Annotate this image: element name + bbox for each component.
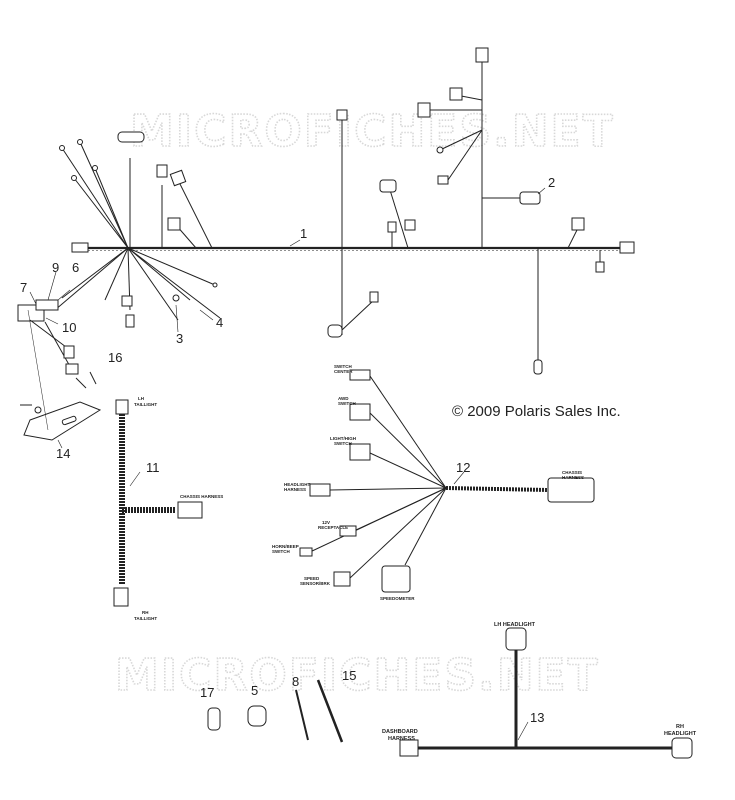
label-connector-3b: SENSOR/BRK xyxy=(300,581,331,586)
callout-2: 2 xyxy=(548,175,555,190)
label-speedometer: SPEEDOMETER xyxy=(380,596,415,601)
label-switch-2b: SWITCH xyxy=(338,401,356,406)
callout-12: 12 xyxy=(456,460,470,475)
callout-13: 13 xyxy=(530,710,544,725)
label-lh-taillight-1: LH xyxy=(138,396,144,401)
callout-17: 17 xyxy=(200,685,214,700)
watermark-bottom: MICROFICHES.NET xyxy=(115,650,600,701)
callout-9: 9 xyxy=(52,260,59,275)
label-dashboard-harness-b: HARNESS xyxy=(388,736,415,742)
callout-16: 16 xyxy=(108,350,122,365)
callout-3: 3 xyxy=(176,331,183,346)
chassis-harness-plug xyxy=(547,477,595,503)
part-8-tie xyxy=(295,689,309,741)
label-connector-2b: SWITCH xyxy=(272,549,290,554)
part-15-tie xyxy=(316,679,344,743)
part-5 xyxy=(247,705,267,727)
label-dashboard-harness-a: DASHBOARD xyxy=(382,729,418,735)
label-chassis-plug-b: HARNESS xyxy=(562,475,584,480)
callout-4: 4 xyxy=(216,315,223,330)
label-connector-1a: 12V xyxy=(322,520,330,525)
label-rh-taillight-1: RH xyxy=(142,610,149,615)
label-connector-3a: SPEED xyxy=(304,576,320,581)
callout-7: 7 xyxy=(20,280,27,295)
label-rh-taillight-2: TAILLIGHT xyxy=(134,616,157,621)
part-17 xyxy=(207,707,221,731)
harness-end-connector-left xyxy=(71,242,89,253)
label-headlight-harness-b: HARNESS xyxy=(284,487,306,492)
label-switch-1b: CENTER xyxy=(334,369,353,374)
label-chassis-harness: CHASSIS HARNESS xyxy=(180,494,223,499)
watermark-top: MICROFICHES.NET xyxy=(130,106,615,157)
label-lh-headlight: LH HEADLIGHT xyxy=(494,622,536,628)
dashboard-harness-connector xyxy=(399,739,419,757)
label-switch-1a: SWITCH xyxy=(334,364,352,369)
callout-11: 11 xyxy=(146,460,160,475)
callout-15: 15 xyxy=(342,668,356,683)
label-connector-1b: RECEPTACLE xyxy=(318,525,348,530)
label-rh-headlight-b: HEADLIGHT xyxy=(664,731,697,737)
callout-5: 5 xyxy=(251,683,258,698)
rh-headlight-connector xyxy=(671,737,693,759)
label-switch-3a: LIGHT/HIGH xyxy=(330,436,356,441)
callout-6: 6 xyxy=(72,260,79,275)
callout-8: 8 xyxy=(292,674,299,689)
callout-14: 14 xyxy=(56,446,70,461)
label-switch-2a: AWD xyxy=(338,396,349,401)
speedometer-connector xyxy=(381,565,411,593)
callout-1: 1 xyxy=(300,226,307,241)
callout-10: 10 xyxy=(62,320,76,335)
label-lh-taillight-2: TAILLIGHT xyxy=(134,402,157,407)
label-rh-headlight-a: RH xyxy=(676,724,684,730)
harness-end-connector-right xyxy=(619,241,635,254)
part-2-connector xyxy=(519,191,541,205)
lh-headlight-connector xyxy=(505,627,527,651)
copyright-notice: © 2009 Polaris Sales Inc. xyxy=(452,403,621,420)
label-connector-2a: HORN/BEEP xyxy=(272,544,299,549)
label-headlight-harness-a: HEADLIGHT xyxy=(284,482,310,487)
label-switch-3b: SWITCH xyxy=(334,441,352,446)
gauge-connector xyxy=(117,131,145,143)
label-chassis-plug-a: CHASSIS xyxy=(562,470,582,475)
part-11-connector xyxy=(177,501,203,519)
